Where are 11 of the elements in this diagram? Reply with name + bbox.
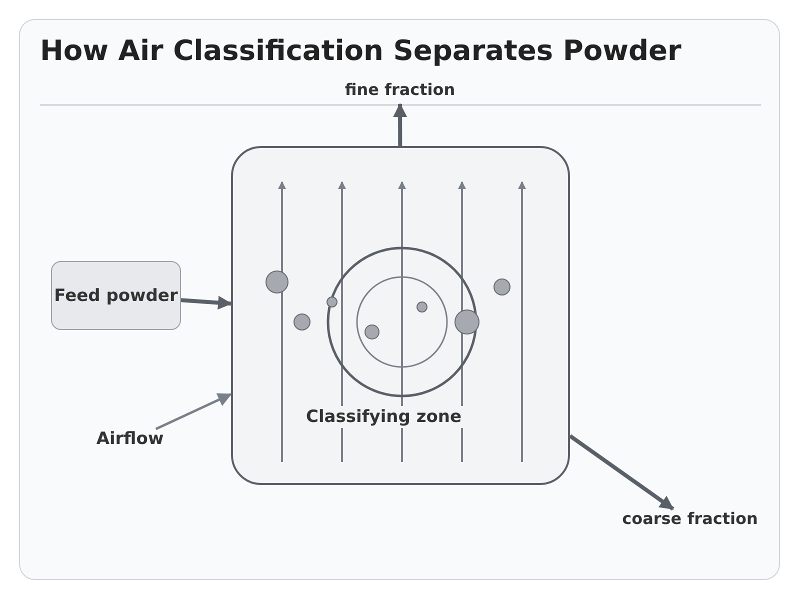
- outlet-label: coarse fraction: [612, 509, 768, 533]
- feed-label: Feed powder: [54, 286, 178, 306]
- outlet-label: fine fraction: [330, 80, 470, 104]
- classifier-chamber: [231, 146, 570, 485]
- arrow: [155, 393, 232, 430]
- airflow-label: Airflow: [90, 429, 170, 453]
- title: How Air Classification Separates Powder: [40, 34, 682, 67]
- feed-box: [51, 261, 181, 330]
- arrow: [393, 103, 408, 146]
- arrow: [568, 434, 674, 511]
- arrow: [180, 296, 232, 310]
